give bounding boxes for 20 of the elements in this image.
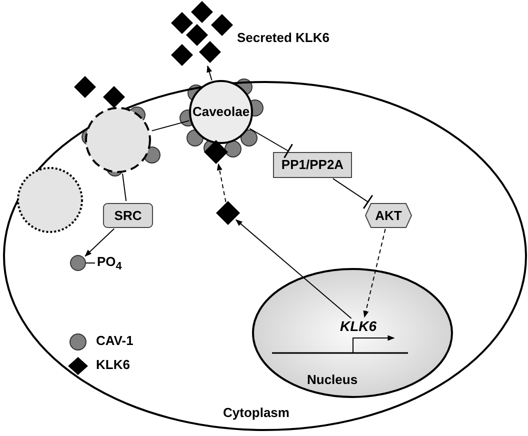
node-label: Cytoplasm — [223, 406, 290, 420]
node-label: PP1/PP2A — [281, 158, 344, 172]
gene-label: KLK6 — [340, 319, 377, 334]
node-label: Nucleus — [307, 373, 358, 388]
arrow — [84, 228, 115, 257]
connector-line — [151, 120, 190, 132]
legend-label: CAV-1 — [96, 334, 134, 348]
node-label: SRC — [114, 208, 142, 223]
node-label: Caveolae — [192, 104, 250, 120]
arrow — [235, 219, 352, 319]
inhibition-line — [332, 178, 374, 210]
node-label: PO$_{4}$ — [97, 255, 122, 274]
arrow — [206, 65, 212, 81]
arrow — [216, 163, 226, 202]
node-label: AKT — [375, 208, 402, 223]
node-label: Secreted KLK6 — [237, 31, 330, 46]
connector-line — [122, 173, 127, 202]
inhibition-line — [249, 128, 294, 159]
arrow — [363, 228, 386, 318]
legend-label: KLK6 — [96, 358, 130, 372]
